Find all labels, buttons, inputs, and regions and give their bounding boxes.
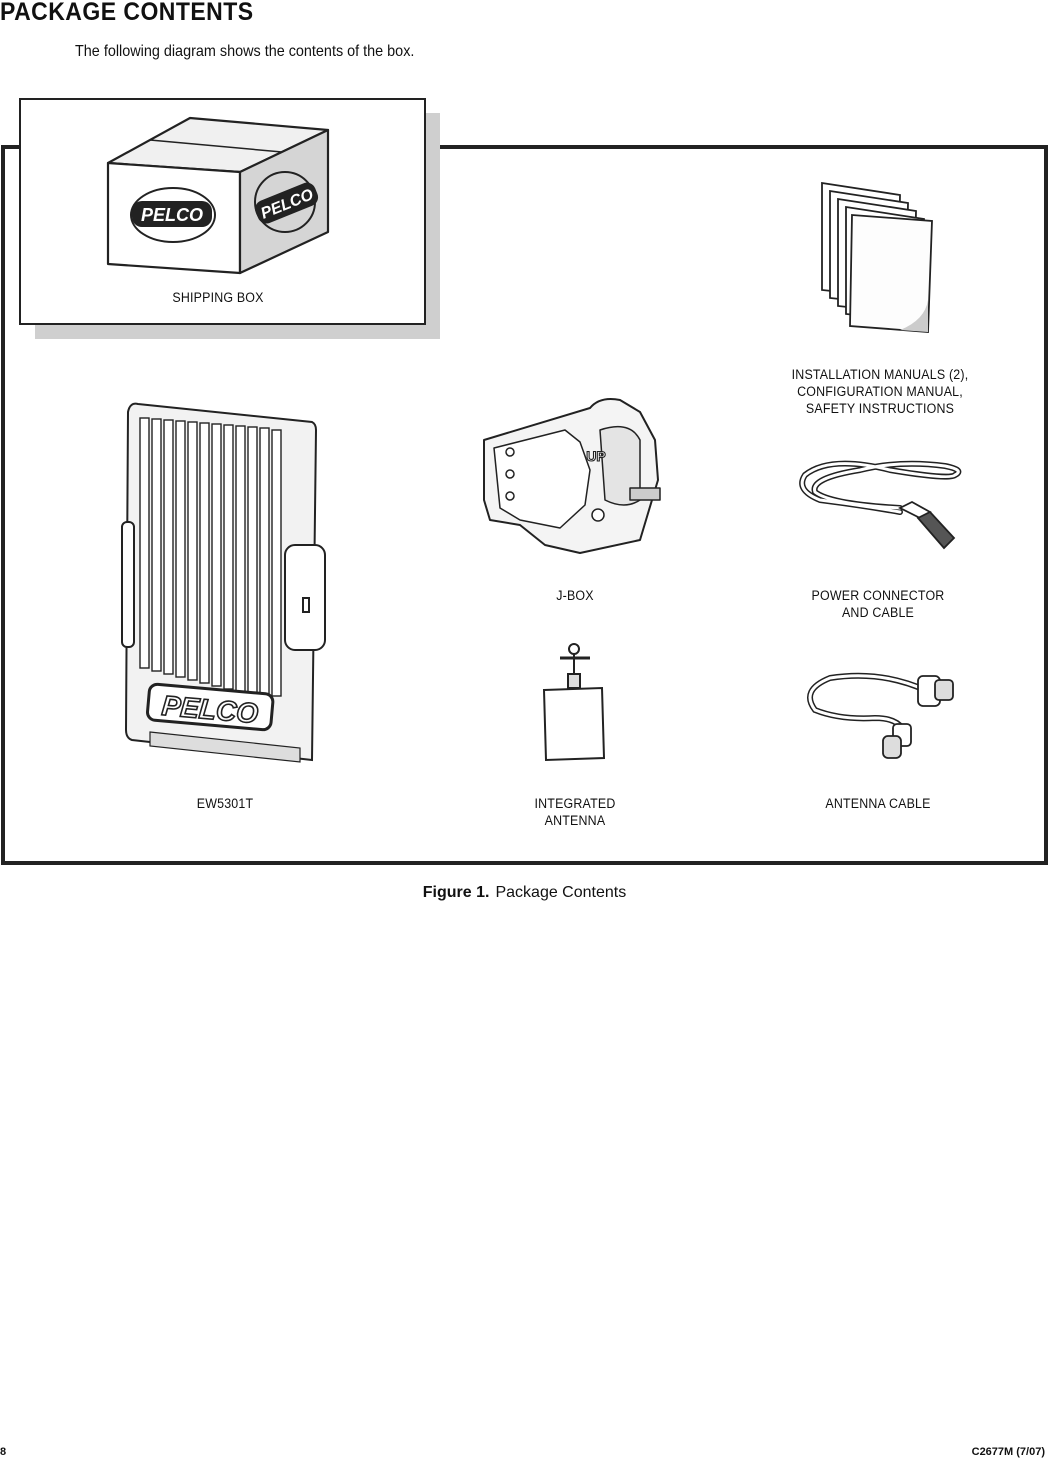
intro-text: The following diagram shows the contents…	[75, 43, 415, 60]
figure-number: Figure 1.	[422, 884, 490, 901]
label-ew5301t: EW5301T	[196, 796, 254, 811]
ew5301t-illustration	[121, 402, 326, 763]
power-cable-illustration	[799, 460, 962, 515]
jbox-illustration	[483, 398, 661, 554]
figure-caption: Figure 1. Package Contents	[0, 884, 1049, 902]
power-cable-inner	[800, 462, 960, 514]
figure-title: Package Contents	[495, 884, 627, 901]
label-power-cable: POWER CONNECTOR AND CABLE	[811, 588, 945, 620]
manuals-illustration	[821, 181, 933, 333]
label-jbox: J-BOX	[556, 588, 594, 603]
package-contents-diagram: PELCO PELCO	[1, 98, 1048, 865]
document-code: C2677M (7/07)	[971, 1446, 1045, 1458]
page-title: PACKAGE CONTENTS	[0, 0, 254, 26]
jbox-up-mark: UP	[586, 448, 605, 464]
page-number: 8	[0, 1446, 7, 1458]
box-logo-front: PELCO	[141, 205, 203, 225]
label-antenna-cable: ANTENNA CABLE	[825, 796, 931, 811]
label-manuals: INSTALLATION MANUALS (2), CONFIGURATION …	[791, 367, 969, 416]
label-shipping-box: SHIPPING BOX	[172, 290, 264, 305]
label-antenna: INTEGRATED ANTENNA	[534, 796, 616, 828]
antenna-illustration	[542, 643, 606, 762]
